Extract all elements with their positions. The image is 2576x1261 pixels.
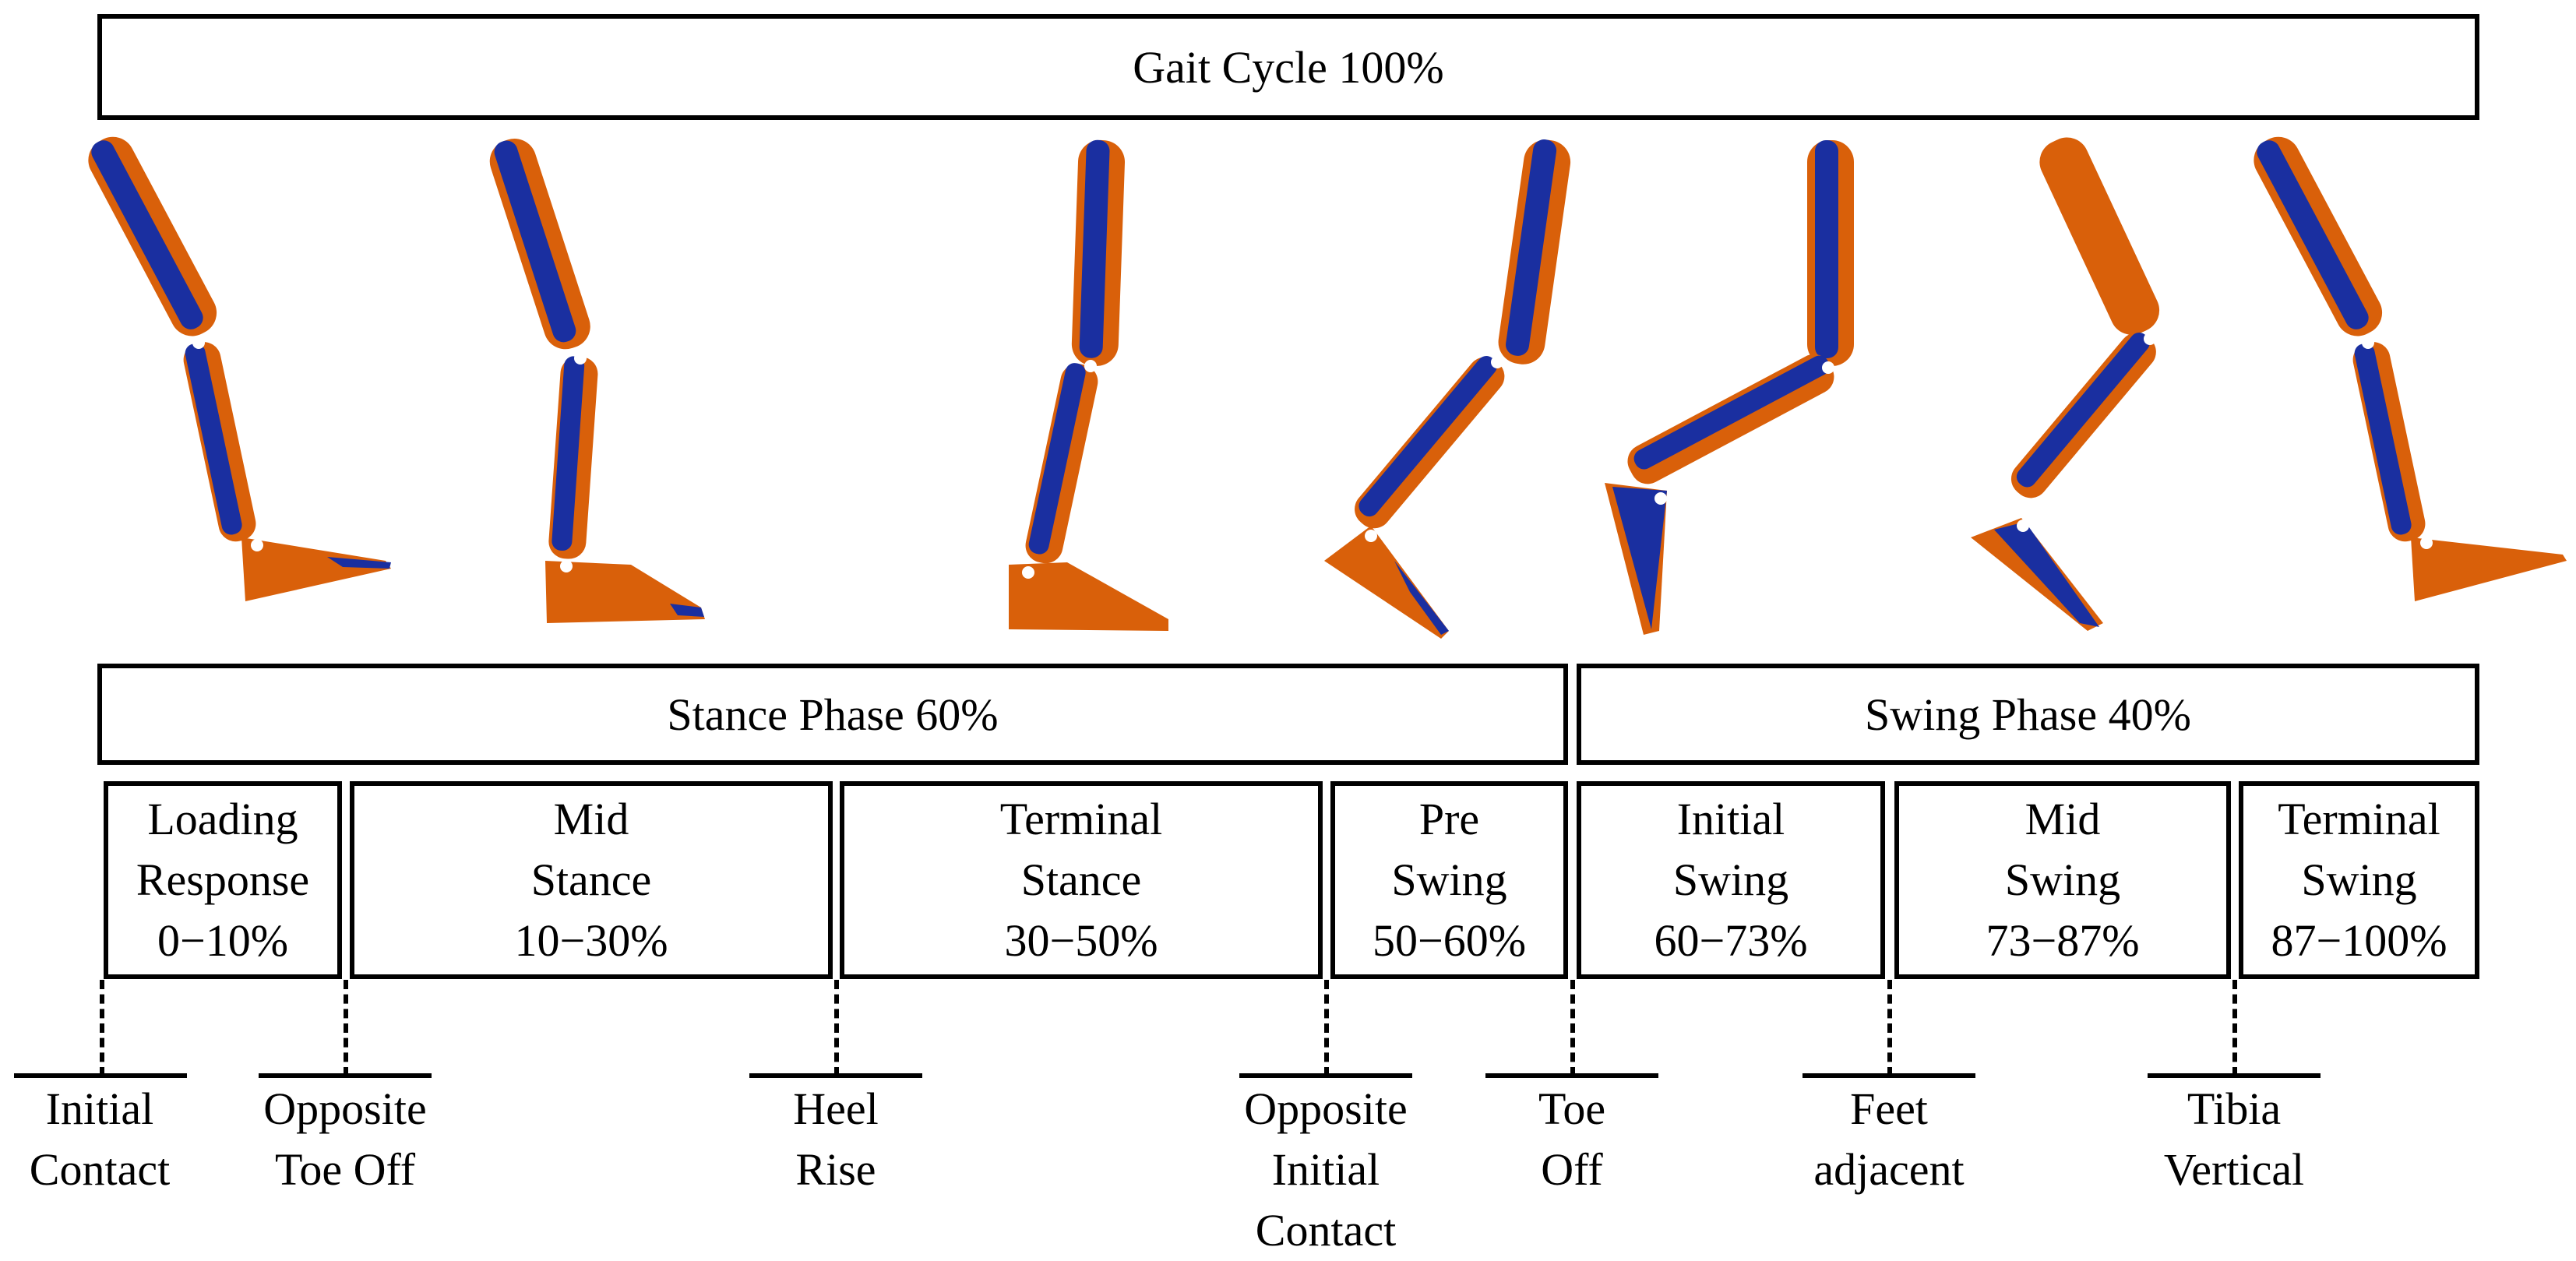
subphase-range: 73−87% xyxy=(1986,915,2140,966)
event-label-line: Opposite xyxy=(1244,1083,1408,1134)
event-marker-dash xyxy=(344,980,348,1076)
subphase-pre-swing: Pre Swing 50−60% xyxy=(1330,781,1568,979)
event-marker-bar xyxy=(2148,1073,2321,1078)
event-label-line: Off xyxy=(1541,1144,1603,1195)
leg-figure-pre-swing xyxy=(1605,140,1854,635)
event-marker-bar xyxy=(1239,1073,1412,1078)
leg-figure-loading-response xyxy=(489,139,705,623)
stance-phase-label: Stance Phase 60% xyxy=(667,689,999,740)
subphase-line: Swing xyxy=(2004,854,2121,905)
event-opposite-initial-contact: Opposite Initial Contact xyxy=(1225,1079,1427,1261)
event-label-line: Heel xyxy=(793,1083,879,1134)
event-label-line: Feet xyxy=(1850,1083,1928,1134)
stance-phase-box: Stance Phase 60% xyxy=(97,664,1568,765)
event-marker-dash xyxy=(834,980,839,1076)
subphase-line: Terminal xyxy=(2278,794,2440,844)
event-label-line: Contact xyxy=(29,1144,171,1195)
event-label-line: Tibia xyxy=(2187,1083,2282,1134)
subphase-line: Swing xyxy=(1672,854,1789,905)
subphase-line: Initial xyxy=(1676,794,1785,844)
subphase-terminal-stance: Terminal Stance 30−50% xyxy=(840,781,1323,979)
event-heel-rise: Heel Rise xyxy=(735,1079,937,1200)
subphase-range: 87−100% xyxy=(2271,915,2447,966)
subphase-line: Stance xyxy=(1020,854,1142,905)
gait-cycle-label: Gait Cycle 100% xyxy=(1133,41,1444,93)
gait-cycle-banner: Gait Cycle 100% xyxy=(97,14,2479,120)
event-label-line: Initial xyxy=(45,1083,154,1134)
event-marker-dash xyxy=(1887,980,1892,1076)
subphase-range: 10−30% xyxy=(514,915,668,966)
leg-figure-terminal-stance xyxy=(1324,139,1571,639)
event-label-line: Toe xyxy=(1538,1083,1606,1134)
event-marker-dash xyxy=(100,980,104,1076)
event-marker-dash xyxy=(1570,980,1575,1076)
event-toe-off: Toe Off xyxy=(1471,1079,1673,1200)
event-label-line: Initial xyxy=(1271,1144,1380,1195)
subphase-range: 50−60% xyxy=(1372,915,1527,966)
event-label-line: Rise xyxy=(795,1144,876,1195)
event-feet-adjacent: Feet adjacent xyxy=(1788,1079,1990,1200)
subphase-line: Loading xyxy=(147,794,298,844)
event-label-line: adjacent xyxy=(1813,1144,1965,1195)
subphase-line: Swing xyxy=(2301,854,2417,905)
subphase-line: Pre xyxy=(1418,794,1480,844)
subphase-line: Swing xyxy=(1391,854,1507,905)
subphase-line: Mid xyxy=(553,794,629,844)
subphase-terminal-swing: Terminal Swing 87−100% xyxy=(2239,781,2479,979)
subphase-line: Stance xyxy=(530,854,652,905)
leg-figure-initial-contact xyxy=(88,136,391,601)
swing-phase-label: Swing Phase 40% xyxy=(1865,689,2191,740)
subphase-range: 0−10% xyxy=(157,915,289,966)
event-marker-bar xyxy=(749,1073,922,1078)
subphase-initial-swing: Initial Swing 60−73% xyxy=(1577,781,1885,979)
event-marker-dash xyxy=(2232,980,2237,1076)
subphase-line: Response xyxy=(136,854,310,905)
event-label-line: Vertical xyxy=(2163,1144,2305,1195)
event-label-line: Toe Off xyxy=(274,1144,416,1195)
event-initial-contact: Initial Contact xyxy=(0,1079,201,1200)
event-marker-bar xyxy=(259,1073,432,1078)
event-tibia-vertical: Tibia Vertical xyxy=(2133,1079,2335,1200)
swing-phase-box: Swing Phase 40% xyxy=(1577,664,2479,765)
event-marker-bar xyxy=(1485,1073,1658,1078)
event-marker-bar xyxy=(1802,1073,1975,1078)
subphase-line: Mid xyxy=(2025,794,2101,844)
leg-figure-terminal-swing xyxy=(2254,136,2567,601)
leg-figure-initial-swing xyxy=(1971,137,2160,631)
subphase-mid-swing: Mid Swing 73−87% xyxy=(1894,781,2231,979)
event-opposite-toe-off: Opposite Toe Off xyxy=(244,1079,446,1200)
event-label-line: Contact xyxy=(1255,1205,1397,1256)
subphase-line: Terminal xyxy=(999,794,1163,844)
event-marker-dash xyxy=(1324,980,1329,1076)
subphase-range: 30−50% xyxy=(1004,915,1158,966)
subphase-mid-stance: Mid Stance 10−30% xyxy=(350,781,833,979)
event-marker-bar xyxy=(14,1073,187,1078)
leg-figure-mid-stance xyxy=(1009,139,1168,631)
event-label-line: Opposite xyxy=(263,1083,427,1134)
subphase-range: 60−73% xyxy=(1654,915,1808,966)
subphase-loading-response: Loading Response 0−10% xyxy=(104,781,342,979)
